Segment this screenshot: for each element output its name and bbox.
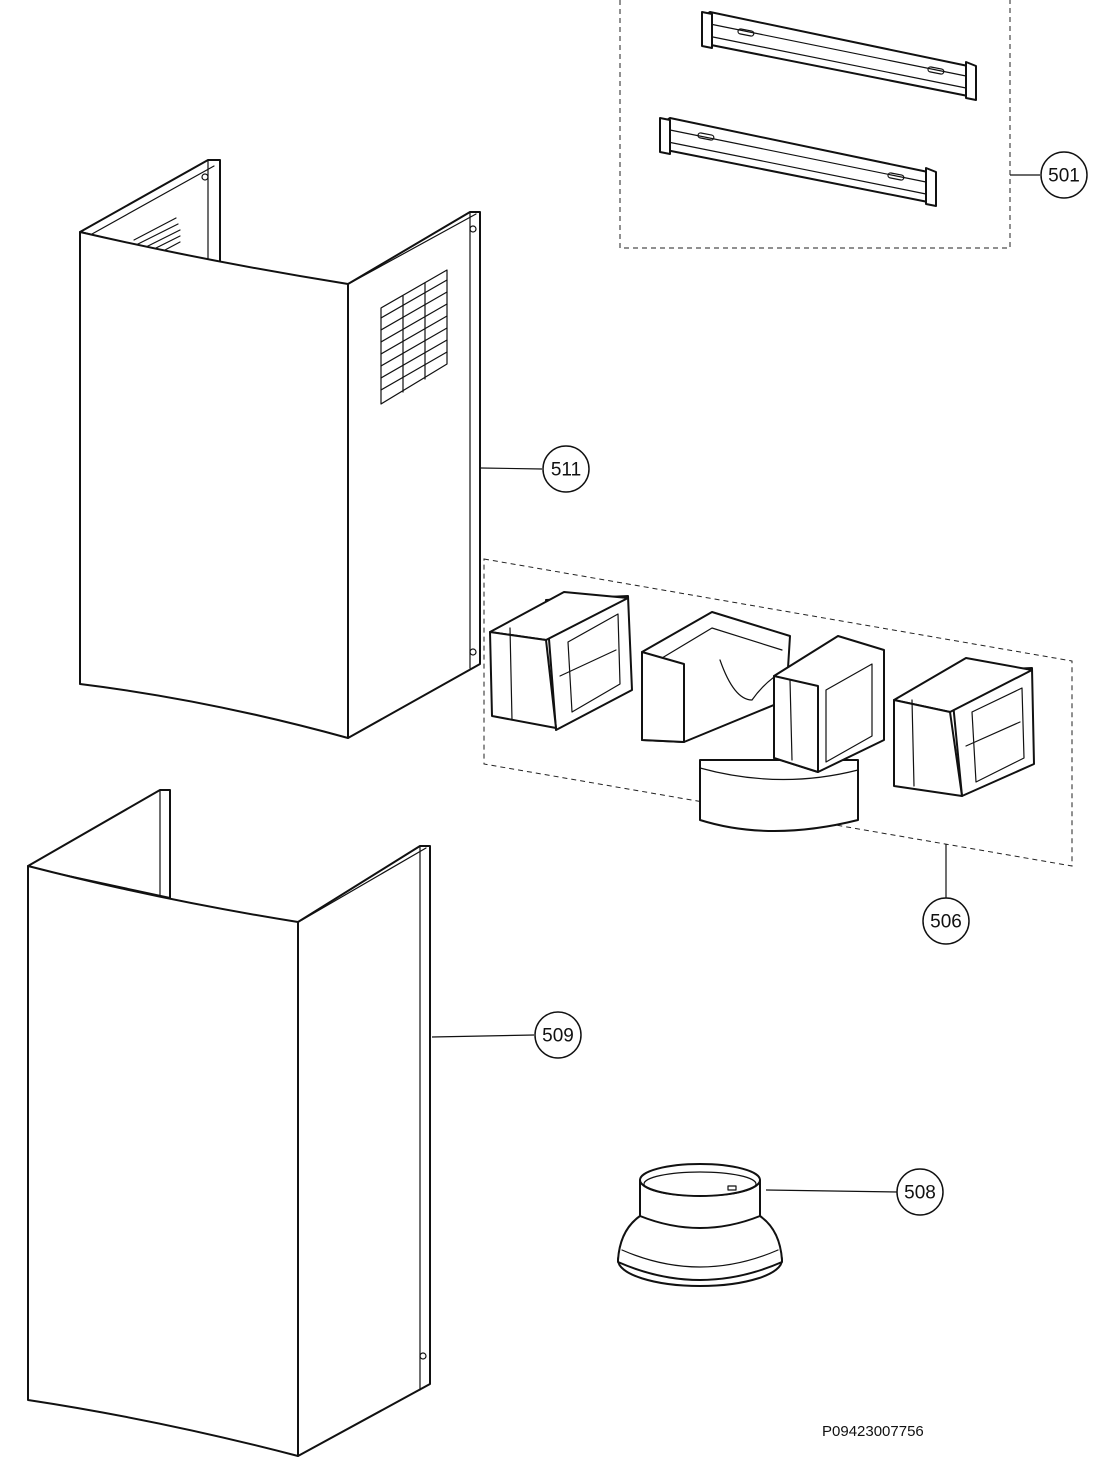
callout-label-511: 511 xyxy=(551,460,581,481)
part-508-reducer-ring xyxy=(617,1163,899,1287)
callout-501: 501 xyxy=(1040,151,1088,199)
callout-506: 506 xyxy=(922,897,970,945)
group-box-506 xyxy=(483,558,1073,867)
callout-509: 509 xyxy=(534,1011,582,1059)
leader-508 xyxy=(765,1189,899,1193)
callout-label-501: 501 xyxy=(1048,166,1080,187)
callout-label-506: 506 xyxy=(930,912,962,933)
callout-label-509: 509 xyxy=(542,1026,574,1047)
vent-grille-side xyxy=(380,269,448,405)
part-511-upper-chimney xyxy=(79,159,543,739)
duct-connector-right xyxy=(893,657,1035,797)
callout-511: 511 xyxy=(542,445,590,493)
duct-elbow xyxy=(641,611,885,832)
bracket-lower xyxy=(659,117,937,207)
leader-511 xyxy=(480,467,543,470)
leader-509 xyxy=(431,1034,535,1038)
reference-code: P09423007756 xyxy=(822,1423,924,1440)
callout-508: 508 xyxy=(896,1168,944,1216)
part-501-brackets xyxy=(619,0,1040,249)
callout-label-508: 508 xyxy=(904,1183,936,1204)
part-506-duct-connectors xyxy=(483,558,1073,898)
duct-connector-left xyxy=(489,591,633,731)
group-box-501 xyxy=(619,0,1011,249)
bracket-upper xyxy=(701,11,977,101)
part-509-lower-chimney xyxy=(27,789,535,1457)
